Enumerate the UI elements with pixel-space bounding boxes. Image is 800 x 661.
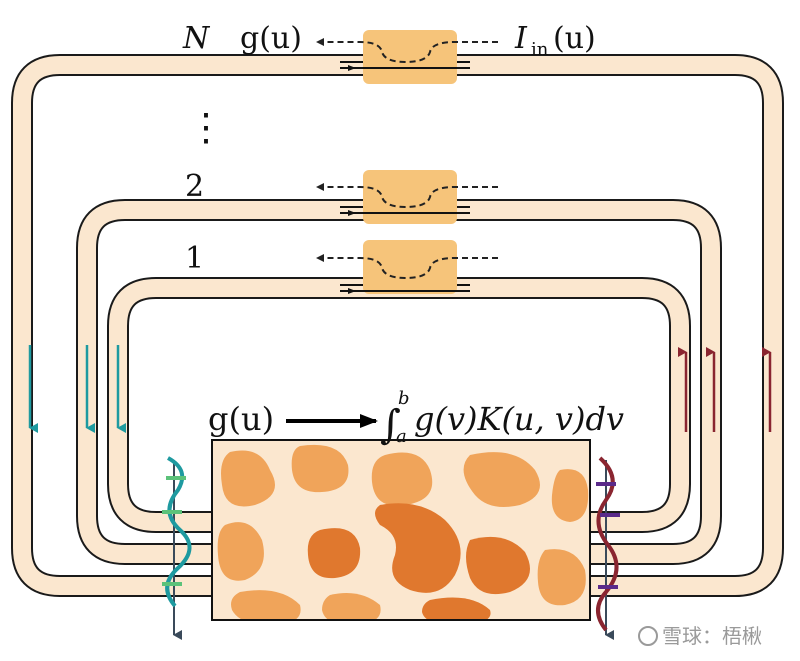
directional-coupler-icon xyxy=(348,288,356,294)
integral-sign: ∫ xyxy=(380,402,401,448)
teal-arrows xyxy=(28,345,126,433)
input-label-top: I xyxy=(514,21,528,56)
coupler-n xyxy=(340,30,470,84)
coupler-1 xyxy=(340,240,470,294)
loop-label-1: 1 xyxy=(185,241,204,276)
directional-coupler-icon xyxy=(348,65,356,71)
snowball-logo-icon xyxy=(638,626,658,646)
dashed-signal-paths xyxy=(316,38,498,280)
input-label-arg: (u) xyxy=(553,21,596,56)
integral-body: g(v)K(u, v)dv xyxy=(414,400,624,438)
directional-coupler-icon xyxy=(348,210,356,216)
integral-upper-bound: b xyxy=(398,388,410,409)
loop-label-2: 2 xyxy=(185,169,204,204)
right-output-field xyxy=(596,456,620,640)
watermark-text: 雪球：梧楸 xyxy=(662,624,762,648)
maroon-arrows xyxy=(678,347,772,432)
loop-label-n: N xyxy=(182,21,211,56)
scattering-medium xyxy=(211,439,591,621)
input-field-label: g(u) xyxy=(208,400,274,438)
loop-ellipsis: ⋮ xyxy=(187,105,225,149)
left-input-field xyxy=(162,456,192,640)
integral-lower-bound: a xyxy=(396,426,407,447)
coupler-2 xyxy=(340,170,470,224)
watermark: 雪球：梧楸 xyxy=(638,624,762,648)
output-label-top: g(u) xyxy=(240,21,302,56)
input-label-sub: in xyxy=(531,39,549,60)
